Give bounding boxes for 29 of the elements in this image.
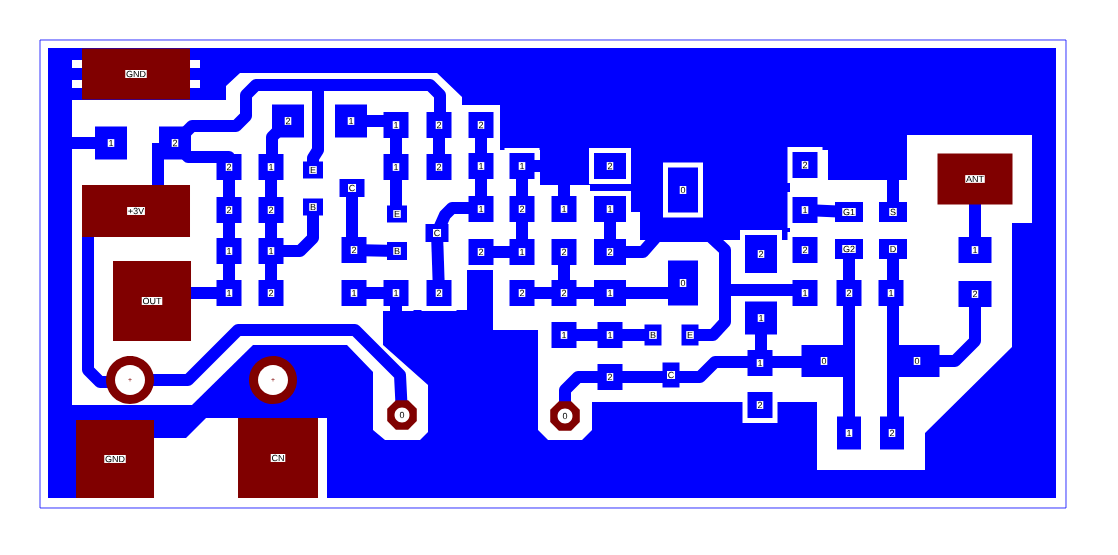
- smd-pad: 1: [95, 126, 127, 160]
- connector-pad: +3V: [82, 185, 190, 237]
- smd-pad: 2: [159, 126, 191, 160]
- connector-pad: GND: [76, 420, 154, 498]
- smd-pad: G1: [835, 202, 863, 222]
- smd-pad: 2: [594, 153, 626, 179]
- smd-pad: 2: [745, 235, 777, 273]
- smd-pad: B: [303, 198, 323, 216]
- connector-pad: CN: [238, 418, 318, 498]
- connector-pad: ANT: [937, 153, 1013, 205]
- smd-pad: 1: [335, 104, 367, 138]
- smd-pad: 1: [745, 301, 777, 335]
- connector-pad: OUT: [113, 261, 191, 341]
- smd-pad: 1: [837, 416, 861, 450]
- via-pad: 0: [387, 400, 417, 430]
- smd-pad: D: [879, 239, 907, 259]
- smd-pad: 2: [594, 239, 626, 265]
- via-pad: 0: [550, 401, 580, 431]
- smd-pad: E: [387, 205, 407, 223]
- smd-pad: S: [879, 202, 907, 222]
- smd-pad: 2: [272, 104, 304, 138]
- smd-pad: 1: [594, 196, 626, 222]
- connector-pad: GND: [82, 48, 190, 100]
- smd-pad: G2: [835, 239, 863, 259]
- smd-pad: 1: [594, 280, 626, 306]
- smd-pad: E: [303, 161, 323, 179]
- smd-pad: 2: [880, 416, 904, 450]
- smd-pad: 0: [668, 260, 698, 306]
- smd-pad: 0: [668, 167, 698, 213]
